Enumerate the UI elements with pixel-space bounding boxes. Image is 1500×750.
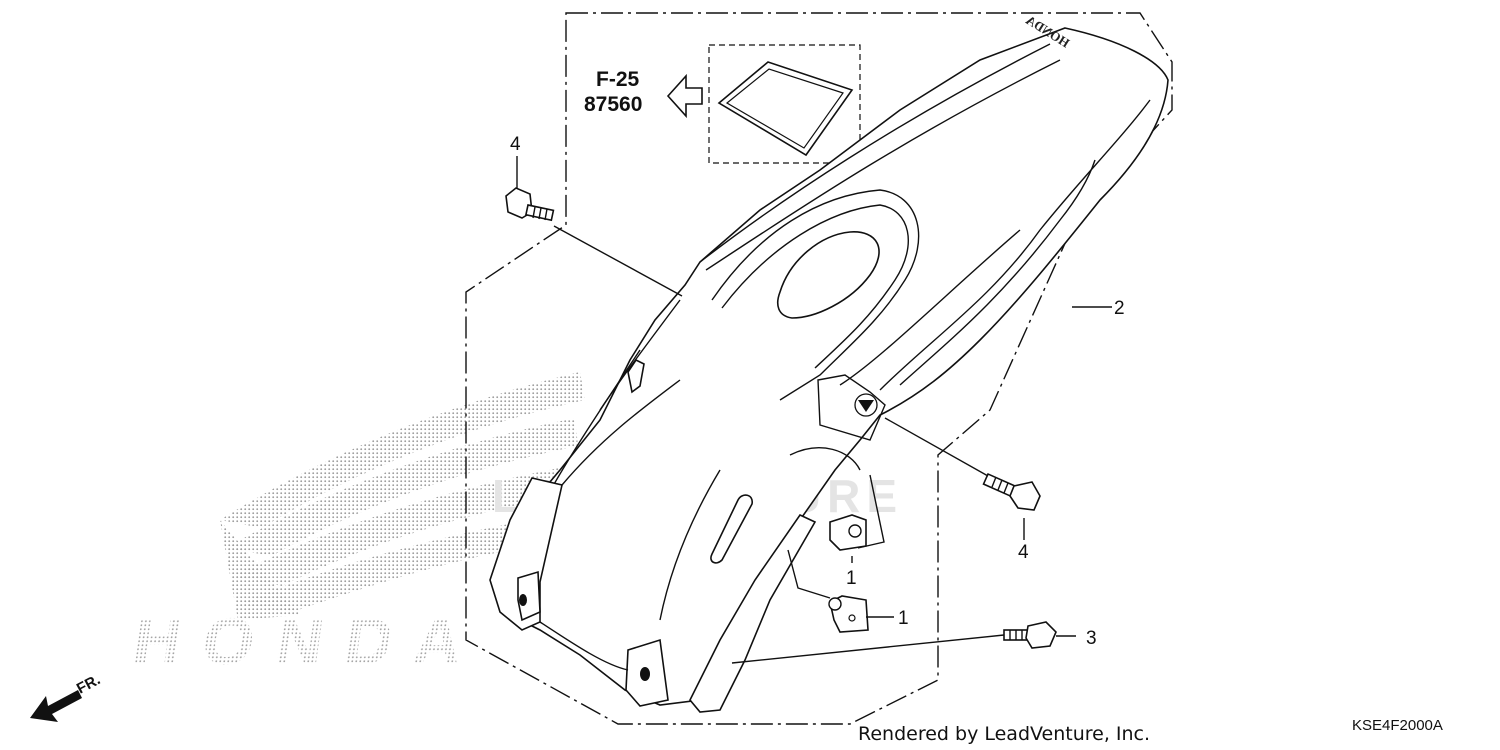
sticker-ref-code: F-25 <box>596 68 640 91</box>
flange-bolt-icon <box>1003 621 1057 649</box>
honda-logo-text: HONDA <box>129 605 469 679</box>
sticker-decal <box>717 61 854 157</box>
rear-fender: HONDA <box>489 12 1169 713</box>
callout-1-upper: 1 <box>846 568 857 589</box>
footer-credit: Rendered by LeadVenture, Inc. <box>858 723 1150 745</box>
callout-2: 2 <box>1114 298 1125 319</box>
clip-nut-icon <box>829 514 867 551</box>
front-direction-icon <box>30 690 82 722</box>
callout-4-right: 4 <box>1018 542 1029 563</box>
sticker-boundary <box>708 44 861 164</box>
diagram-id: KSE4F2000A <box>1352 717 1443 734</box>
sticker-part-number: 87560 <box>584 93 642 116</box>
callout-4-top: 4 <box>510 134 521 155</box>
clip-nut-icon <box>828 595 869 633</box>
flange-bolt-icon <box>505 187 555 222</box>
leader-lines <box>516 156 1112 664</box>
reference-arrow-icon <box>666 73 703 119</box>
assembly-boundary <box>465 12 1173 725</box>
honda-wing-logo <box>220 372 585 620</box>
callout-1-lower: 1 <box>898 608 909 629</box>
flange-bolt-icon <box>982 472 1041 511</box>
callout-3: 3 <box>1086 628 1097 649</box>
